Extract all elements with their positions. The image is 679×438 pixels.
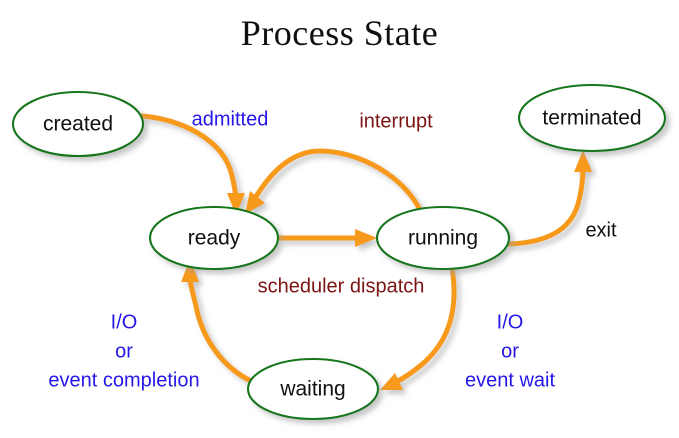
edge-io-event-completion[interactable] — [181, 259, 254, 384]
node-created-label: created — [43, 113, 113, 136]
edge-label-exit: exit — [585, 219, 617, 241]
edge-scheduler-dispatch[interactable] — [277, 229, 377, 247]
node-created-ellipse — [11, 90, 145, 158]
edge-label-io-left-line1: I/O — [111, 311, 138, 333]
edges-layer — [139, 113, 592, 390]
edge-label-io-right-line2: or — [501, 340, 519, 362]
node-running-ellipse — [375, 205, 511, 271]
edge-labels-layer: admitted interrupt scheduler dispatch ex… — [48, 108, 617, 391]
node-waiting[interactable]: waiting — [246, 357, 380, 421]
node-running[interactable]: running — [375, 205, 511, 271]
edge-io-event-wait[interactable] — [380, 265, 457, 390]
edge-interrupt-arrowhead — [245, 191, 265, 214]
edge-label-io-right-line1: I/O — [497, 311, 524, 333]
node-ready-ellipse — [148, 205, 280, 271]
edge-exit[interactable] — [505, 150, 592, 247]
edge-label-io-event-completion: I/O or event completion — [48, 311, 199, 391]
edge-scheduler-dispatch-arrowhead — [355, 229, 377, 247]
edge-label-io-right-line3: event wait — [465, 369, 555, 391]
edge-admitted[interactable] — [139, 113, 245, 215]
edge-io-event-completion-arrowhead — [181, 259, 199, 282]
node-terminated-ellipse — [517, 83, 667, 153]
node-ready-label: ready — [188, 227, 241, 250]
edge-label-scheduler-dispatch: scheduler dispatch — [258, 275, 425, 297]
edge-label-io-left-line2: or — [115, 340, 133, 362]
node-waiting-ellipse — [246, 357, 380, 421]
node-running-label: running — [408, 227, 478, 250]
edge-exit-arrowhead — [574, 150, 592, 172]
node-ready[interactable]: ready — [148, 205, 280, 271]
edge-io-event-completion-path — [187, 273, 254, 384]
edge-label-admitted: admitted — [192, 108, 269, 130]
node-terminated[interactable]: terminated — [517, 83, 667, 153]
edge-label-io-left-line3: event completion — [48, 369, 199, 391]
edge-admitted-arrowhead — [227, 193, 245, 215]
edge-label-io-event-wait: I/O or event wait — [465, 311, 555, 391]
edge-interrupt[interactable] — [245, 148, 424, 215]
nodes-layer: created terminated ready running waiting — [11, 83, 667, 421]
edge-exit-path — [505, 164, 586, 247]
edge-io-event-wait-arrowhead — [380, 373, 403, 390]
page-title: Process State — [240, 13, 439, 53]
node-created[interactable]: created — [11, 90, 145, 158]
edge-label-interrupt: interrupt — [359, 110, 433, 132]
edge-interrupt-path — [251, 148, 424, 215]
edge-io-event-wait-path — [393, 265, 457, 385]
node-waiting-label: waiting — [279, 378, 345, 401]
node-terminated-label: terminated — [542, 107, 641, 130]
